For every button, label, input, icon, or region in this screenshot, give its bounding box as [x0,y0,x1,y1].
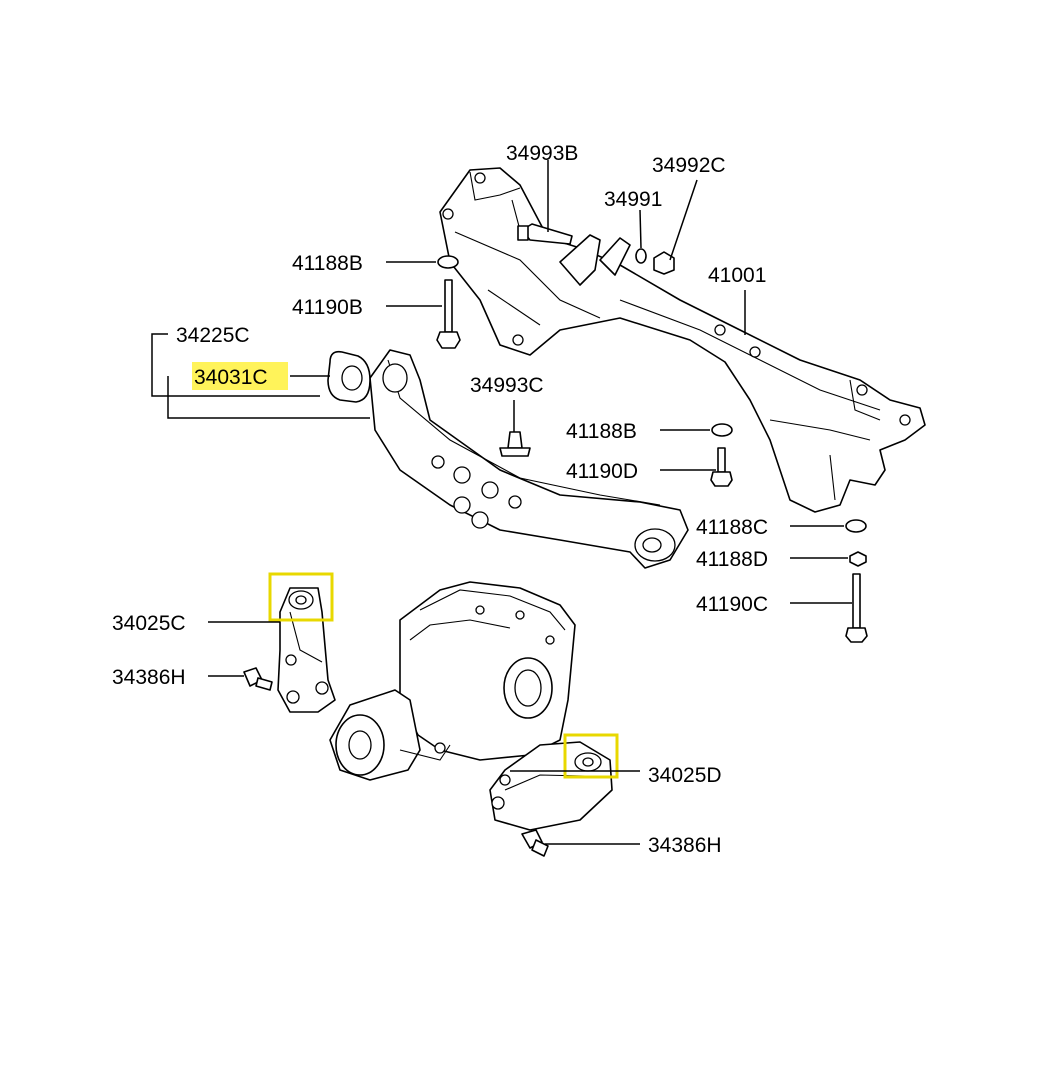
nut-34992C [653,251,675,275]
label-34992C: 34992C [652,154,726,177]
label-34025C: 34025C [112,612,186,635]
label-34225C: 34225C [176,324,250,347]
label-41001: 41001 [708,264,766,287]
washer-41188C [845,519,867,533]
label-34386H-left: 34386H [112,666,186,689]
label-41188B-top: 41188B [292,252,363,275]
washer-41188B-mid [711,423,733,437]
suspension-arm [369,349,689,569]
label-41190C: 41190C [696,593,768,616]
bolt-41190D [710,447,733,487]
differential [329,581,576,781]
bolt-34993C [499,431,531,457]
label-34386H-bottom: 34386H [648,834,722,857]
label-41188D: 41188D [696,548,768,571]
bolt-41190B [436,279,461,349]
bracket-34025C [277,587,336,713]
label-41190D: 41190D [566,460,638,483]
leader-lines [151,160,852,845]
bracket-34025D [489,741,613,831]
label-34993C: 34993C [470,374,544,397]
label-41190B: 41190B [292,296,363,319]
label-34993B: 34993B [506,142,578,165]
washer-34991 [635,248,647,264]
highlight-box-34025D [563,733,619,779]
bolt-41190C [845,573,868,643]
crossmember-41001 [439,167,926,513]
bolt-34993B [517,223,573,245]
label-34025D: 34025D [648,764,722,787]
nut-41188D [849,551,867,567]
washer-41188B-top [437,255,459,269]
label-34991: 34991 [604,188,662,211]
highlight-box-34025C [268,572,334,622]
label-34031C: 34031C [194,366,268,389]
label-41188C: 41188C [696,516,768,539]
bushing-34031C [327,350,371,403]
bolt-34386H-left [243,667,273,691]
bolt-34386H-bottom [521,829,549,857]
highlight-34031C [192,362,288,390]
label-41188B-mid: 41188B [566,420,637,443]
